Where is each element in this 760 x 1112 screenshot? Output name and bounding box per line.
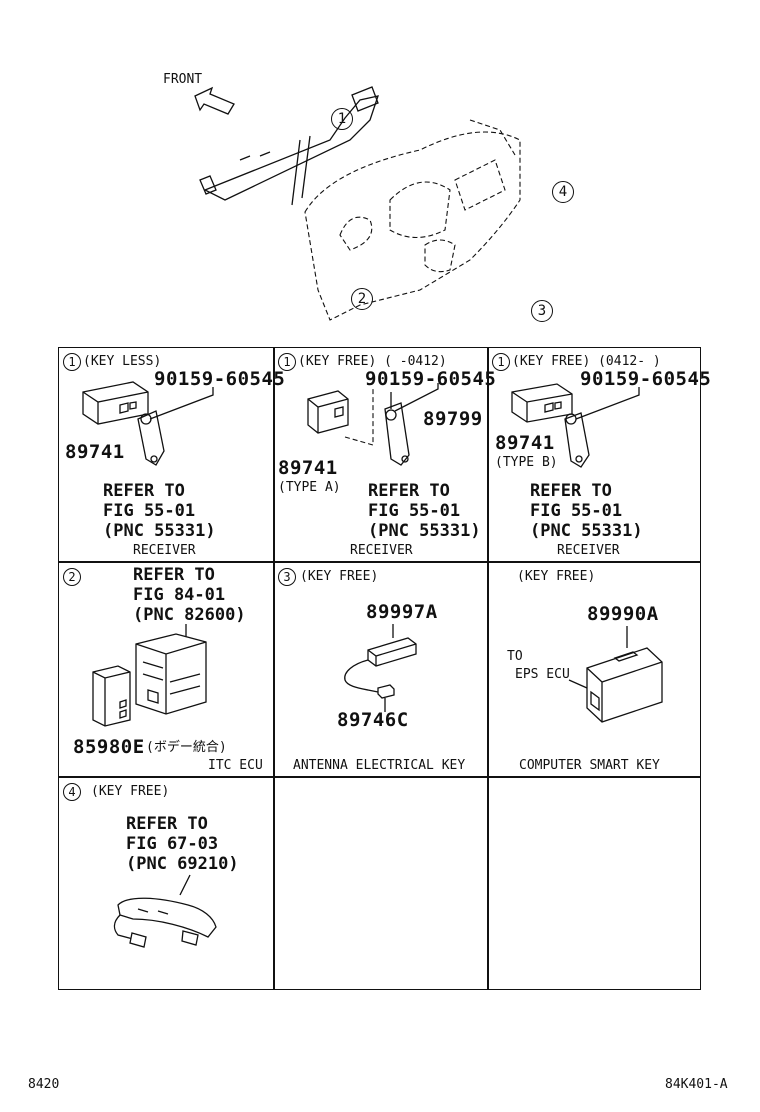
to-label-line-1: TO <box>507 649 523 664</box>
receiver-illustration <box>511 383 640 468</box>
page-number: 8420 <box>28 1077 60 1092</box>
parts-grid <box>58 347 701 990</box>
refer-line-3: (PNC 55331) <box>368 521 481 541</box>
refer-line-3: (PNC 55331) <box>530 521 643 541</box>
refer-line-2: FIG 55-01 <box>368 501 461 521</box>
grid-line <box>487 347 489 990</box>
overview-diagram: FRONT 1 4 2 3 <box>0 0 760 340</box>
grid-line <box>58 561 701 563</box>
to-label-line-2: EPS ECU <box>515 667 570 682</box>
cell-caption: ANTENNA ELECTRICAL KEY <box>293 758 466 773</box>
refer-line-3: (PNC 69210) <box>126 854 239 874</box>
cell-caption: ITC ECU <box>208 758 263 773</box>
front-label: FRONT <box>163 72 203 87</box>
itc-ecu-illustration <box>92 624 207 727</box>
part-number-main: 85980E <box>73 736 145 758</box>
refer-line-1: REFER TO <box>103 481 185 501</box>
cell-caption: RECEIVER <box>350 543 413 558</box>
part-number-bolt: 90159-60545 <box>365 368 497 390</box>
figure-code: 84K401-A <box>665 1077 728 1092</box>
cell-caption: COMPUTER SMART KEY <box>519 758 660 773</box>
part-number-main: 89741 <box>495 432 555 454</box>
refer-line-2: FIG 84-01 <box>133 585 226 605</box>
refer-line-1: REFER TO <box>133 565 215 585</box>
cell-title: (KEY FREE) <box>300 569 379 584</box>
cell-callout: 1 <box>63 353 81 371</box>
part-number-main: 89741 <box>278 457 338 479</box>
receiver-illustration <box>307 383 439 466</box>
callout-2: 2 <box>351 288 373 310</box>
callout-3: 3 <box>531 300 553 322</box>
cell-itc-ecu: 2 REFER TO FIG 84-01 (PNC 82600) 85980E … <box>58 562 273 776</box>
grid-line <box>58 776 701 778</box>
refer-line-2: FIG 55-01 <box>530 501 623 521</box>
cell-caption: RECEIVER <box>557 543 620 558</box>
antenna-illustration <box>344 624 417 712</box>
front-arrow-icon <box>194 86 521 321</box>
refer-line-1: REFER TO <box>126 814 208 834</box>
cell-callout: 1 <box>278 353 296 371</box>
refer-line-3: (PNC 55331) <box>103 521 216 541</box>
cell-computer-smart-key: (KEY FREE) 89990A TO EPS ECU COMPUTER SM… <box>487 562 701 776</box>
cell-callout: 4 <box>63 783 81 801</box>
part-number-top: 89997A <box>366 601 438 623</box>
cell-callout: 2 <box>63 568 81 586</box>
cell-title: (KEY FREE) <box>91 784 170 799</box>
door-handle-illustration <box>113 874 217 948</box>
cell-callout: 3 <box>278 568 296 586</box>
cell-title: (KEY FREE) ( -0412) <box>298 354 447 369</box>
refer-line-3: (PNC 82600) <box>133 605 246 625</box>
grid-line <box>273 347 275 990</box>
refer-line-2: FIG 55-01 <box>103 501 196 521</box>
part-note: (ボデー統合) <box>146 740 227 755</box>
cell-receiver-key-less: 1 (KEY LESS) 90159-60545 89741 REFER TO … <box>58 347 285 561</box>
cell-receiver-type-b: 1 (KEY FREE) (0412- ) 90159-60545 89741 … <box>487 347 711 561</box>
part-number-bolt: 90159-60545 <box>580 368 712 390</box>
refer-line-1: REFER TO <box>368 481 450 501</box>
cell-antenna-electrical-key: 3 (KEY FREE) 89997A 89746C ANTENNA ELECT… <box>273 562 487 776</box>
cell-title: (KEY FREE) (0412- ) <box>512 354 661 369</box>
part-number-bottom: 89746C <box>337 709 409 731</box>
refer-line-2: FIG 67-03 <box>126 834 219 854</box>
refer-line-1: REFER TO <box>530 481 612 501</box>
callout-1: 1 <box>331 108 353 130</box>
part-number-main: 89990A <box>587 603 659 625</box>
receiver-illustration <box>82 381 214 466</box>
type-label: (TYPE A) <box>278 480 341 495</box>
part-number-bracket: 89799 <box>423 408 483 430</box>
cell-title: (KEY FREE) <box>517 569 596 584</box>
cell-door-handle: 4 (KEY FREE) REFER TO FIG 67-03 (PNC 692… <box>58 777 273 990</box>
part-number-bolt: 90159-60545 <box>154 368 286 390</box>
part-number-main: 89741 <box>65 441 125 463</box>
callout-4: 4 <box>552 181 574 203</box>
smart-key-computer-illustration <box>568 626 663 723</box>
cell-receiver-type-a: 1 (KEY FREE) ( -0412) 90159-60545 89799 … <box>273 347 496 561</box>
cell-caption: RECEIVER <box>133 543 196 558</box>
cell-title: (KEY LESS) <box>83 354 162 369</box>
cell-callout: 1 <box>492 353 510 371</box>
type-label: (TYPE B) <box>495 455 558 470</box>
